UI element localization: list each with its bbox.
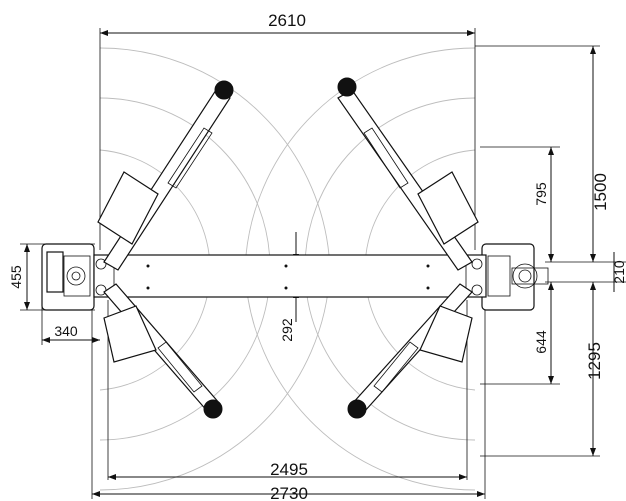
- arm-top-right: [337, 77, 479, 271]
- arm-bottom-left: [103, 283, 223, 419]
- dim-455: 455: [8, 265, 24, 289]
- arm-top-left: [97, 80, 234, 271]
- dim-1500: 1500: [591, 173, 610, 211]
- dim-2495: 2495: [270, 460, 308, 479]
- dim-1295: 1295: [585, 342, 604, 380]
- dim-2610: 2610: [268, 11, 306, 30]
- dim-644: 644: [533, 330, 549, 354]
- dim-2730: 2730: [270, 484, 308, 501]
- left-column: [41, 243, 95, 311]
- arm-bottom-right: [347, 283, 473, 419]
- dim-210: 210: [611, 260, 626, 284]
- dim-795: 795: [533, 182, 549, 206]
- right-column: [481, 243, 549, 311]
- dim-340: 340: [54, 323, 78, 339]
- arm-sweep-arcs: [99, 47, 476, 491]
- crossbeam: [93, 254, 487, 298]
- dim-292: 292: [279, 318, 295, 342]
